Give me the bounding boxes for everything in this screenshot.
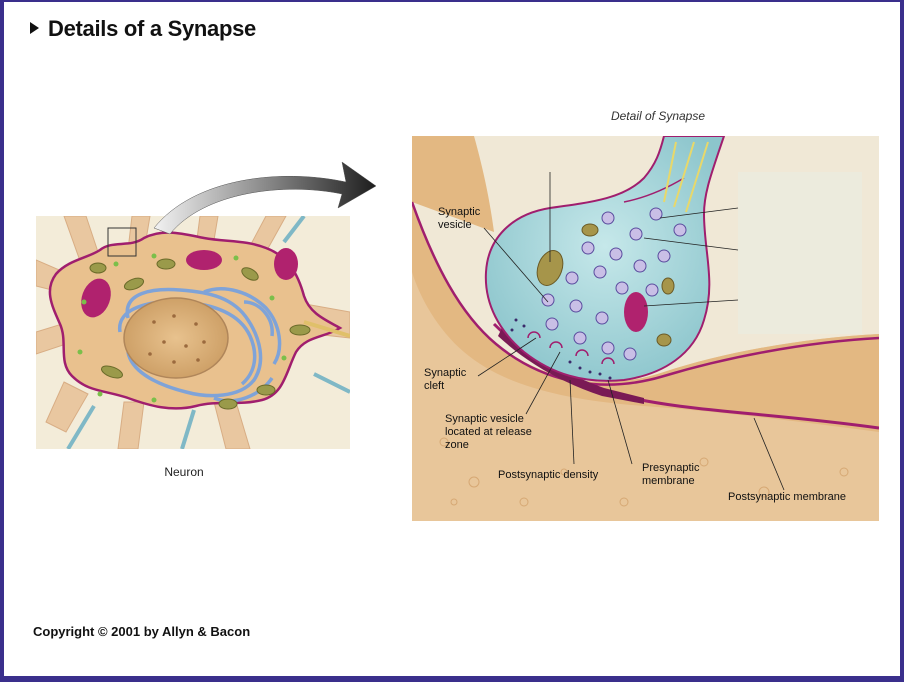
release-zone-vesicles [527,331,615,365]
label-vesicle-release-2: located at release [445,426,532,438]
nucleus [123,297,229,379]
slide-title-text: Details of a Synapse [48,16,256,41]
endoplasmic-reticulum [118,287,282,403]
label-presynaptic-membrane-2: membrane [642,475,695,487]
microtubules [663,141,709,213]
label-vesicle-release-1: Synaptic vesicle [445,413,524,425]
synaptic-vesicles [541,207,687,361]
neurotransmitter-dots [510,318,612,380]
golgi-body [624,292,648,332]
neuron-label: Neuron [164,465,203,479]
nucleus-dots [148,314,206,364]
label-synaptic-cleft-1: Synaptic [424,367,467,379]
slide-title: Details of a Synapse [30,16,256,42]
axon [303,320,350,338]
synapse-detail-title: Detail of Synapse [611,109,705,123]
bullet-triangle-icon [30,22,39,35]
vesicle-dots [77,253,287,403]
postsynaptic-density [498,328,644,404]
magnify-box [107,227,137,257]
mitochondria [89,258,311,410]
leader-lines [477,172,785,491]
dendrite-band [412,202,879,432]
label-postsynaptic-density: Postsynaptic density [498,469,599,481]
texture-bubbles [439,437,849,507]
label-postsynaptic-membrane: Postsynaptic membrane [728,491,846,503]
label-synaptic-vesicle-1: Synaptic [438,206,481,218]
diagram-canvas: Neuron Detail of Synapse [36,109,879,521]
label-presynaptic-membrane-1: Presynaptic [642,462,700,474]
blank-label-box [738,172,862,334]
neuron-illustration: Neuron [36,216,350,479]
slide: Details of a Synapse [4,2,900,676]
background-axons [66,216,350,449]
mitochondrion [536,250,564,286]
synapse-illustration: Synaptic vesicle Synaptic cleft Synaptic… [412,136,879,521]
copyright-text: Copyright © 2001 by Allyn & Bacon [33,624,251,639]
golgi-apparatus [81,248,298,318]
label-synaptic-vesicle-2: vesicle [438,219,472,231]
label-synaptic-cleft-2: cleft [424,380,444,392]
label-vesicle-release-3: zone [445,439,469,451]
